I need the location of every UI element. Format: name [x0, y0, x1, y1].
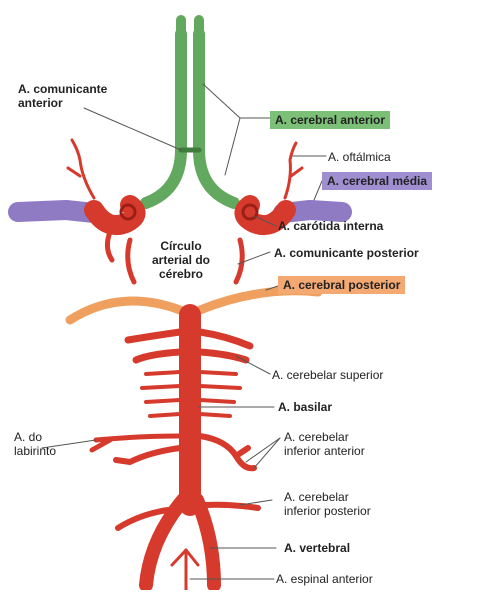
label-cerebelar-inferior-posterior: A. cerebelar inferior posterior [284, 490, 371, 518]
label-comunicante-posterior: A. comunicante posterior [274, 246, 419, 260]
label-carotida-interna: A. carótida interna [278, 219, 383, 233]
anterior-spinal-artery [172, 550, 198, 590]
anterior-cerebral-arteries [146, 20, 234, 203]
label-cerebral-posterior: A. cerebral posterior [278, 276, 405, 294]
label-comunicante-anterior: A. comunicante anterior [18, 82, 107, 110]
label-cerebelar-inferior-anterior: A. cerebelar inferior anterior [284, 430, 365, 458]
label-vertebral: A. vertebral [284, 541, 350, 555]
label-cerebelar-superior: A. cerebelar superior [272, 368, 383, 382]
label-cerebral-anterior: A. cerebral anterior [270, 111, 390, 129]
label-espinal-anterior: A. espinal anterior [276, 572, 373, 586]
label-oftalmica: A. oftálmica [328, 150, 391, 164]
label-cerebral-media: A. cerebral média [322, 172, 432, 190]
label-circulo-arterial: Círculo arterial do cérebro [133, 239, 229, 281]
label-basilar: A. basilar [278, 400, 332, 414]
label-labirinto: A. do labirinto [14, 430, 56, 458]
